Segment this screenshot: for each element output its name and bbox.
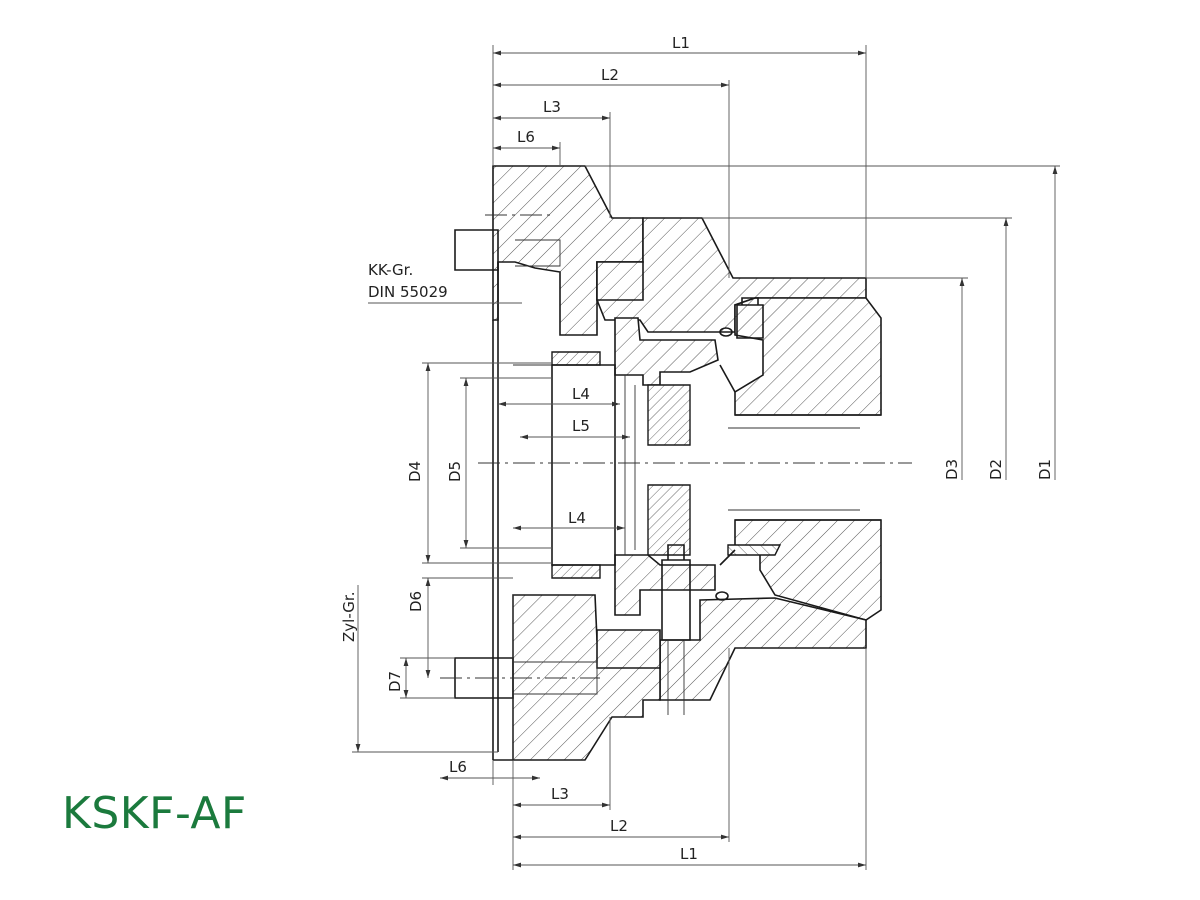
spindle-bore xyxy=(719,364,881,566)
seal-strip xyxy=(727,544,782,556)
collet-segment-lower xyxy=(647,484,691,556)
label-d6: D6 xyxy=(407,591,425,612)
chuck-body-lower xyxy=(659,597,867,701)
kk-note: KK-Gr. DIN 55029 xyxy=(368,261,522,304)
inner-ring-upper xyxy=(596,261,644,301)
label-l3-top: L3 xyxy=(543,98,561,116)
grease-nipple-lower xyxy=(661,544,691,641)
label-d7: D7 xyxy=(386,671,404,692)
inner-ring-lower xyxy=(596,629,661,669)
clamping-cone-upper xyxy=(734,297,882,416)
bolt-stud-upper xyxy=(454,229,499,271)
o-ring-upper xyxy=(719,327,733,337)
spindle-bore-inner xyxy=(728,427,860,511)
adapter-flange-lower xyxy=(512,594,661,761)
label-d2: D2 xyxy=(987,459,1005,480)
inner-dimensions: L4 L5 L4 xyxy=(498,385,630,531)
grease-nipple-upper xyxy=(736,297,764,339)
label-l4-lower: L4 xyxy=(568,509,586,527)
inner-bore xyxy=(551,364,616,566)
label-l4-upper: L4 xyxy=(572,385,590,403)
inner-bore-detail xyxy=(624,375,636,555)
label-din: DIN 55029 xyxy=(368,283,448,301)
label-d1: D1 xyxy=(1036,459,1054,480)
label-l2-top: L2 xyxy=(601,66,619,84)
flange-step xyxy=(512,364,552,760)
top-dimensions: L1 L2 L3 L6 xyxy=(492,34,867,278)
collet-upper xyxy=(614,317,719,386)
label-zyl-gr: Zyl-Gr. xyxy=(340,592,358,642)
o-ring-lower xyxy=(715,591,729,601)
bolt-bore-upper xyxy=(515,239,561,267)
label-d4: D4 xyxy=(406,461,424,482)
label-d5: D5 xyxy=(446,461,464,482)
label-kk-gr: KK-Gr. xyxy=(368,261,413,279)
label-d3: D3 xyxy=(943,459,961,480)
bottom-dimensions: L6 L3 L2 L1 xyxy=(440,648,867,870)
label-l5: L5 xyxy=(572,417,590,435)
left-dimensions: D4 D5 D6 D7 Zyl-Gr. xyxy=(340,362,552,753)
label-l6-bottom: L6 xyxy=(449,758,467,776)
label-l1-top: L1 xyxy=(672,34,690,52)
drawbar-sleeve-lower xyxy=(551,564,601,579)
chuck-cross-section xyxy=(454,165,882,761)
drawbar-sleeve-upper xyxy=(551,351,601,366)
label-l6-top: L6 xyxy=(517,128,535,146)
vent-channel xyxy=(667,640,685,715)
label-l2-bottom: L2 xyxy=(610,817,628,835)
label-l3-bottom: L3 xyxy=(551,785,569,803)
label-l1-bottom: L1 xyxy=(680,845,698,863)
product-title: KSKF-AF xyxy=(62,788,247,839)
right-dimensions: D3 D2 D1 xyxy=(585,165,1060,480)
flange-face xyxy=(492,262,513,761)
collet-segment-upper xyxy=(647,384,691,446)
